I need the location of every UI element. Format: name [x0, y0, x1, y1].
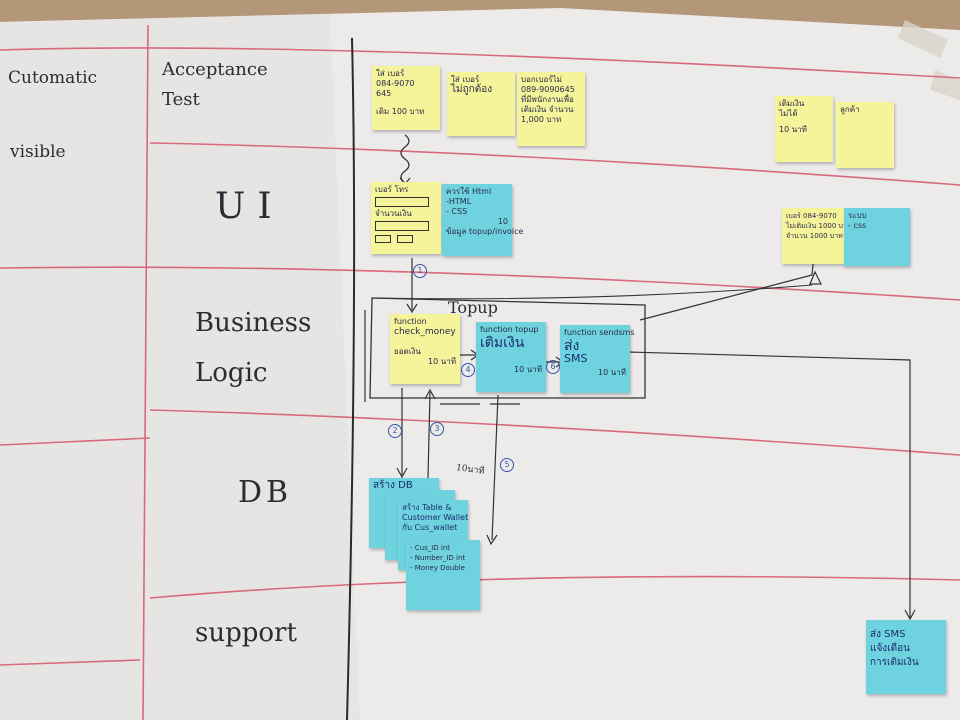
note-line: ลูกค้า: [840, 105, 860, 114]
row-label-ui: UI: [215, 186, 284, 227]
note-line: - Number_ID int: [410, 554, 466, 562]
note-line: สร้าง Table &: [402, 503, 452, 512]
note-line: 10 นาที: [779, 125, 807, 134]
sticky-note-ui-mockup: เบอร์ โทร จำนวนเงิน: [371, 182, 441, 254]
sticky-note-acceptance-5: ลูกค้า: [836, 102, 894, 168]
note-line: ระบบ: [848, 211, 867, 220]
note-line: 084-9070: [376, 79, 415, 88]
step-marker: 3: [430, 422, 444, 436]
note-line: function sendsms: [564, 328, 635, 337]
automatic-label: Cutomatic: [8, 68, 98, 88]
note-line: 10 นาที: [428, 357, 456, 366]
sticky-note-acceptance-2: ใส่ เบอร์ ไม่ถูกต้อง: [447, 72, 515, 136]
sticky-note-acceptance-1: ใส่ เบอร์ 084-9070 645 เติม 100 บาท: [372, 66, 440, 130]
step-marker: 2: [388, 424, 402, 438]
note-line: สร้าง DB: [373, 480, 413, 491]
sticky-note-ui-3: เบอร์ 084-9070 ไม่เติมเงิน 1000 บาท จำนว…: [782, 208, 852, 264]
note-line: 645: [376, 89, 392, 98]
sticky-note-sendsms-function: function sendsms ส่ง SMS 10 นาที: [560, 325, 635, 393]
note-line: - CSS: [446, 207, 468, 216]
sticky-note-ui-4: ระบบ - css: [844, 208, 910, 266]
note-line: check_money: [394, 327, 456, 337]
step-marker: 6: [546, 360, 560, 374]
note-line: - css: [848, 221, 867, 230]
topup-group-label: Topup: [448, 298, 498, 317]
note-line: Customer Wallet: [402, 513, 469, 522]
sticky-note-topup-function: function topup เติมเงิน 10 นาที: [476, 322, 546, 392]
mockup-button: [397, 235, 413, 243]
note-line: 089-9090645: [521, 85, 575, 94]
note-line: ไม่ได้: [779, 109, 798, 118]
sticky-note-acceptance-4: เติมเงิน ไม่ได้ 10 นาที: [775, 96, 833, 162]
sticky-note-check-money: function check_money ยอดเงิน 10 นาที: [390, 314, 460, 384]
note-line: function: [394, 317, 427, 326]
note-line: function topup: [480, 325, 539, 334]
note-line: ใส่ เบอร์: [376, 69, 405, 78]
note-line: 1,000 บาท: [521, 115, 562, 124]
note-line: ส่ง SMS: [870, 629, 906, 640]
note-line: SMS: [564, 352, 588, 365]
sticky-note-ui-tech: ควรใช้ Html -HTML - CSS 10 ข้อมูล topup/…: [442, 184, 524, 256]
note-line: กับ Cus_wallet: [402, 523, 458, 532]
note-line: แจ้งเตือน: [870, 643, 910, 654]
mockup-button: [375, 235, 391, 243]
note-line: เบอร์ 084-9070: [786, 212, 837, 220]
mockup-input-box: [375, 221, 429, 231]
step-marker: 5: [500, 458, 514, 472]
step-marker: 1: [413, 264, 427, 278]
note-line: ไม่เติมเงิน 1000 บาท: [786, 222, 852, 230]
note-line: ที่มีพนักงานเพื่อ: [521, 95, 574, 104]
sticky-note-acceptance-3: บอกเบอร์ไม่ 089-9090645 ที่มีพนักงานเพื่…: [517, 72, 585, 146]
row-label-support: support: [195, 618, 297, 648]
note-line: จำนวนเงิน: [375, 209, 412, 218]
mockup-input-box: [375, 197, 429, 207]
note-line: - Money Double: [410, 564, 465, 572]
row-label-db: DB: [238, 475, 293, 510]
visible-label: visible: [10, 142, 66, 162]
note-line: เติม 100 บาท: [376, 107, 425, 116]
note-line: ไม่ถูกต้อง: [451, 84, 493, 95]
note-line: จำนวน 1000 บาท: [786, 232, 843, 240]
row-label-business-logic: Business Logic: [195, 308, 312, 388]
note-line: -HTML: [446, 197, 472, 206]
note-line: เบอร์ โทร: [375, 185, 409, 194]
note-line: 10: [497, 217, 508, 226]
note-line: เติมเงิน จำนวน: [521, 105, 574, 114]
note-line: - Cus_ID int: [410, 544, 451, 552]
note-line: 10 นาที: [514, 365, 542, 374]
note-line: เติมเงิน: [480, 335, 525, 351]
note-line: ควรใช้ Html: [446, 187, 492, 196]
note-line: การเติมเงิน: [870, 657, 919, 668]
note-line: เติมเงิน: [779, 99, 805, 108]
note-line: ยอดเงิน: [394, 347, 421, 356]
row-label-acceptance-test: Acceptance Test: [162, 59, 268, 110]
note-line: ส่ง: [564, 338, 580, 354]
step-marker: 4: [461, 363, 475, 377]
note-line: ใส่ เบอร์: [451, 75, 480, 84]
note-line: ข้อมูล topup/invoice: [446, 227, 524, 236]
note-line: บอกเบอร์ไม่: [521, 75, 562, 84]
sticky-note-table-columns: - Cus_ID int - Number_ID int - Money Dou…: [406, 540, 480, 610]
sticky-note-send-sms-alert: ส่ง SMS แจ้งเตือน การเติมเงิน: [866, 620, 946, 694]
note-line: 10 นาที: [598, 368, 626, 377]
